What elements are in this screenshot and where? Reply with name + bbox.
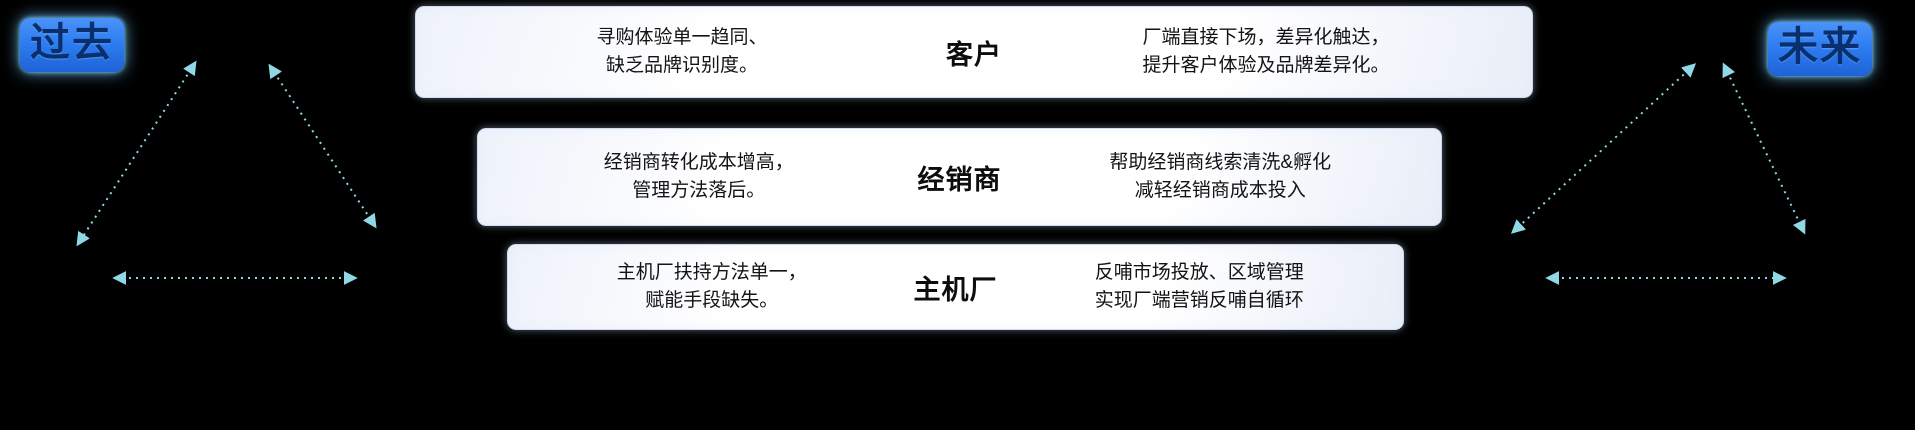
past-triangle-icon (76, 60, 377, 285)
future-left-side-arrow-icon (1510, 63, 1697, 234)
customer-future-text: 厂端直接下场，差异化触达， 提升客户体验及品牌差异化。 (1142, 27, 1390, 76)
oem-past-text: 主机厂扶持方法单一， 赋能手段缺失。 (616, 262, 807, 311)
row-oem: 主机厂扶持方法单一， 赋能手段缺失。 主机厂 反哺市场投放、区域管理 实现厂端营… (507, 244, 1404, 330)
dealer-future-text: 帮助经销商线索清洗&孵化 减轻经销商成本投入 (1109, 152, 1332, 201)
past-label: 过去 (20, 18, 124, 72)
dealer-past-text: 经销商转化成本增高， 管理方法落后。 (603, 152, 794, 201)
future-right-side-arrow-icon (1722, 62, 1806, 235)
past-right-side-arrow-icon (268, 63, 377, 229)
dealer-role-label: 经销商 (917, 164, 1002, 195)
customer-past-text: 寻购体验单一趋同、 缺乏品牌识别度。 (596, 27, 768, 76)
customer-role-label: 客户 (946, 39, 1002, 70)
oem-role-label: 主机厂 (913, 274, 998, 305)
future-triangle-icon (1510, 62, 1806, 285)
row-customer: 寻购体验单一趋同、 缺乏品牌识别度。 客户 厂端直接下场，差异化触达， 提升客户… (415, 6, 1533, 98)
oem-future-text: 反哺市场投放、区域管理 实现厂端营销反哺自循环 (1094, 262, 1304, 311)
future-label: 未来 (1768, 22, 1872, 76)
row-dealer: 经销商转化成本增高， 管理方法落后。 经销商 帮助经销商线索清洗&孵化 减轻经销… (477, 128, 1442, 226)
past-left-side-arrow-icon (76, 60, 197, 247)
